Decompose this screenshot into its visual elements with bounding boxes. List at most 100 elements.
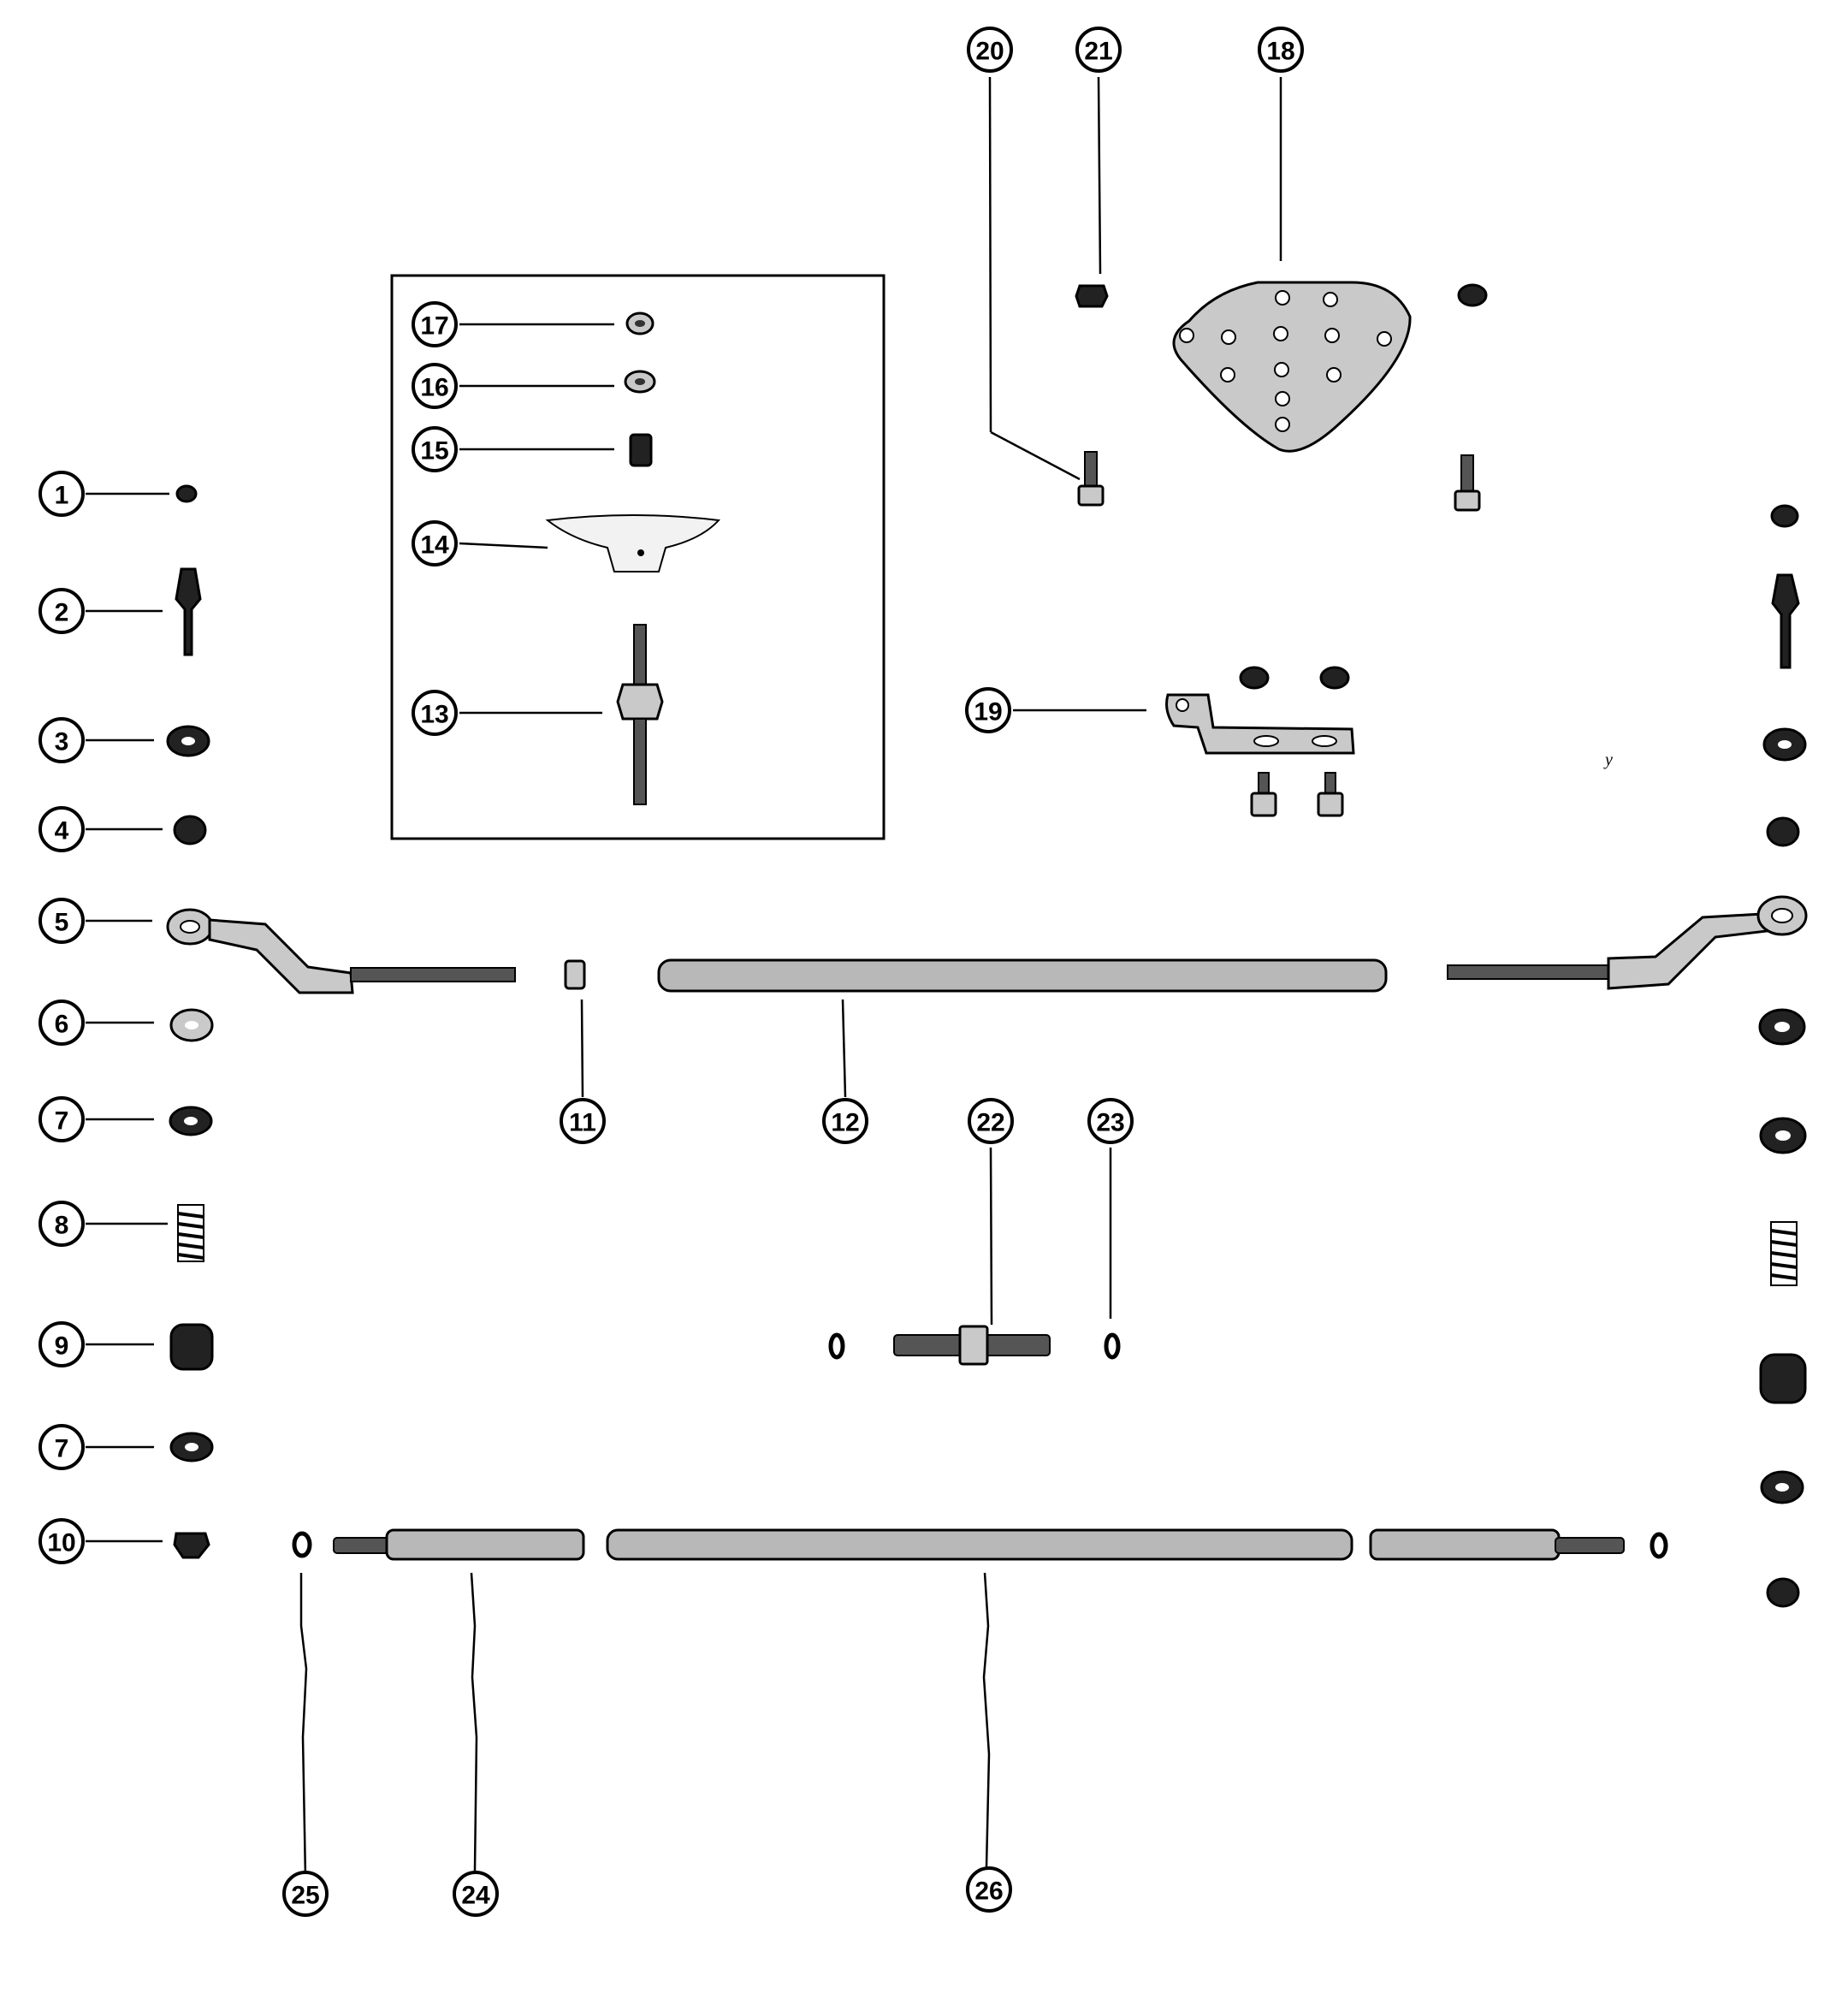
right-nut-top [1770,504,1799,528]
part-1-nut [175,484,198,503]
part-14-bracket [545,514,721,572]
callout-12: 12 [822,1098,868,1144]
callout-label: 3 [55,728,69,756]
callout-label: 7 [55,1435,69,1463]
part-15-spacer [629,433,653,467]
part-10-cap-nut [173,1532,210,1559]
callout-19: 19 [965,687,1011,733]
callout-label: 2 [55,599,69,627]
part-16-washer [624,370,656,394]
part-2-ball-stud [175,567,202,656]
callout-label: 20 [975,38,1004,66]
part-3-washer [166,725,210,757]
callout-8: 8 [38,1201,85,1247]
callout-7-lower: 7 [38,1424,85,1470]
part-20-bolt-left [1077,451,1105,507]
callout-label: 5 [55,909,69,937]
right-bushing [1759,1353,1807,1404]
callout-4: 4 [38,806,85,852]
callout-6: 6 [38,1000,85,1046]
callout-label: 16 [420,374,448,402]
part-9-bushing [169,1323,214,1371]
part-25-clip-left [292,1531,312,1558]
part-21-nut-left [1075,284,1109,308]
right-washer-4 [1760,1470,1804,1504]
callout-25: 25 [282,1871,329,1917]
part-17-nut [625,311,654,335]
part-4-nut [173,815,207,845]
callout-2: 2 [38,588,85,634]
part-19-bracket [1165,666,1355,817]
callout-label: 22 [976,1109,1004,1137]
leader-lines [86,76,1282,1879]
part-5-tie-rod-end-left [166,908,516,994]
callout-label: 23 [1096,1109,1124,1137]
callout-label: 17 [420,312,448,341]
callout-label: 6 [55,1011,69,1039]
callout-label: 24 [461,1882,490,1910]
callout-label: 9 [55,1332,69,1361]
callout-18: 18 [1258,27,1304,73]
callout-20: 20 [967,27,1013,73]
callout-14: 14 [412,520,458,567]
callout-label: 1 [55,482,69,510]
part-24-tube-end [333,1528,585,1561]
part-20-bolt-right [1454,454,1481,512]
right-spring [1770,1221,1798,1286]
callout-16: 16 [412,363,458,409]
callout-label: 14 [420,531,449,560]
right-nut-2 [1766,816,1800,847]
inset-frame [390,274,886,840]
callout-label: 4 [55,817,69,845]
callout-label: 26 [974,1878,1003,1906]
callout-13: 13 [412,690,458,736]
part-7-washer-upper [169,1106,213,1136]
callout-11: 11 [560,1098,606,1144]
part-8-spring [177,1204,204,1262]
part-22-connector [893,1325,1051,1366]
callout-label: 7 [55,1107,69,1136]
part-26-tube [606,1528,1353,1561]
part-11-nut [564,959,586,990]
part-23-clip-right [1104,1332,1121,1360]
right-washer-2 [1758,1008,1806,1046]
callout-label: 8 [55,1212,69,1240]
callout-17: 17 [412,301,458,347]
callout-10: 10 [38,1518,85,1564]
callout-3: 3 [38,717,85,763]
right-cap-nut [1766,1577,1800,1608]
callout-label: 10 [47,1529,75,1557]
right-ball-stud [1771,573,1800,669]
callout-22: 22 [968,1098,1014,1144]
callout-7-upper: 7 [38,1096,85,1142]
callout-9: 9 [38,1321,85,1367]
callout-label: 13 [420,701,448,729]
stray-mark: y [1603,750,1613,769]
callout-24: 24 [453,1871,499,1917]
callout-label: 19 [974,698,1002,727]
callout-label: 21 [1084,38,1112,66]
part-21-nut-right [1457,283,1488,307]
part-23-clip-left [828,1332,845,1360]
callout-label: 18 [1266,38,1294,66]
callout-15: 15 [412,426,458,472]
callout-1: 1 [38,471,85,517]
part-12-tube [657,958,1388,993]
part-18-mounting-plate [1172,281,1412,453]
callout-5: 5 [38,898,85,944]
right-tube-end [1369,1528,1625,1561]
callout-label: 11 [569,1109,596,1137]
callout-label: 15 [420,437,448,466]
right-washer-1 [1762,727,1807,762]
callout-21: 21 [1075,27,1122,73]
callout-label: 12 [831,1109,859,1137]
part-7-washer-lower [169,1432,214,1462]
right-tie-rod-end [1447,895,1808,990]
right-clip [1650,1532,1668,1559]
part-13-stud [616,624,664,805]
callout-26: 26 [966,1866,1012,1913]
part-6-washer [169,1008,214,1042]
callout-23: 23 [1087,1098,1134,1144]
callout-label: 25 [291,1882,319,1910]
